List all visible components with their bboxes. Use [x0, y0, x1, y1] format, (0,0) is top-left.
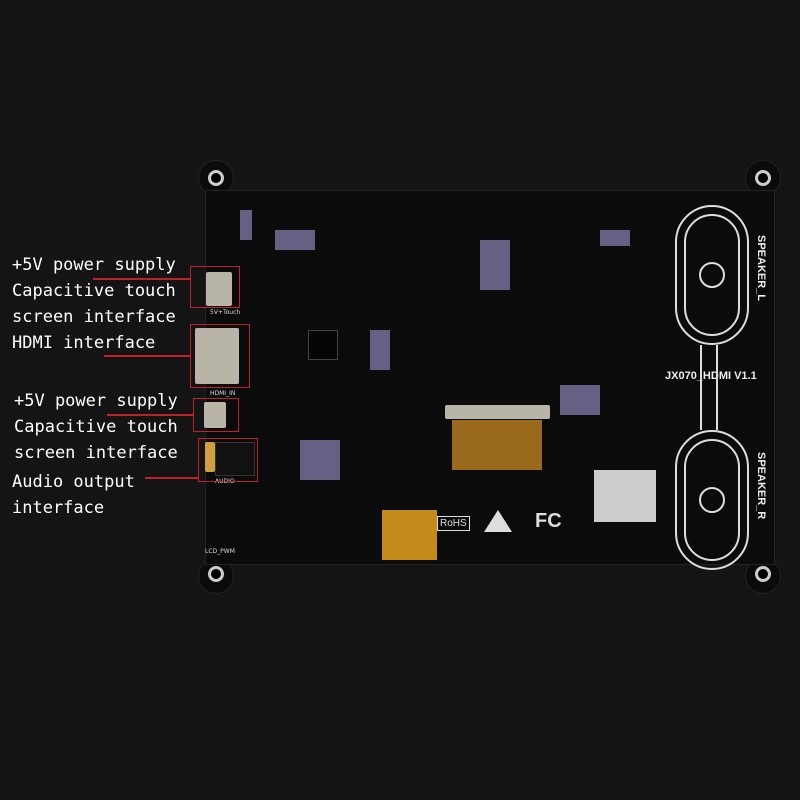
smd-components	[370, 330, 390, 370]
silk-hdmi: HDMI_IN	[210, 390, 236, 397]
usb-c-connector	[206, 272, 232, 306]
speaker-wires	[700, 345, 718, 430]
silk-5v-touch: 5V+Touch	[210, 309, 241, 316]
mount-hole	[208, 170, 224, 186]
fpc-connector	[445, 405, 550, 419]
audio-jack	[205, 442, 215, 472]
speaker-right-label: SPEAKER_R	[755, 452, 767, 520]
highlight-hdmi	[190, 324, 250, 388]
annotation-micro-usb: +5V power supply Capacitive touch screen…	[14, 391, 178, 463]
smd-components	[300, 440, 340, 480]
highlight-audio	[198, 438, 258, 482]
smd-components	[560, 385, 600, 415]
model-label: JX070_HDMI V1.1	[665, 370, 757, 382]
micro-usb-connector	[204, 402, 226, 428]
foam-pad	[594, 470, 656, 522]
smd-components	[240, 210, 252, 240]
leader-line	[104, 355, 191, 357]
leader-line	[107, 414, 193, 416]
fc-logo: FC	[535, 510, 562, 532]
highlight-usb-c	[190, 266, 240, 308]
leader-line	[93, 278, 191, 280]
annotation-usb-c: +5V power supply Capacitive touch screen…	[12, 255, 176, 327]
main-chip	[308, 330, 338, 360]
leader-line	[145, 477, 198, 479]
esd-warning-icon	[484, 510, 512, 532]
speaker-right-outline	[675, 430, 749, 570]
mount-hole	[755, 170, 771, 186]
fpc-cable	[452, 420, 542, 470]
mount-hole	[208, 566, 224, 582]
annotation-hdmi: HDMI interface	[12, 333, 156, 353]
smd-components	[600, 230, 630, 246]
smd-components	[480, 240, 510, 290]
touch-fpc	[382, 510, 437, 560]
speaker-left-label: SPEAKER_L	[755, 235, 767, 302]
mount-hole	[755, 566, 771, 582]
rohs-logo: RoHS	[437, 516, 470, 531]
speaker-left-outline	[675, 205, 749, 345]
silk-lcd: LCD_PWM	[205, 548, 235, 555]
hdmi-connector	[195, 328, 239, 384]
annotation-audio: Audio output interface	[12, 472, 135, 518]
audio-jack-body	[215, 442, 255, 476]
highlight-micro-usb	[193, 398, 239, 432]
smd-components	[275, 230, 315, 250]
